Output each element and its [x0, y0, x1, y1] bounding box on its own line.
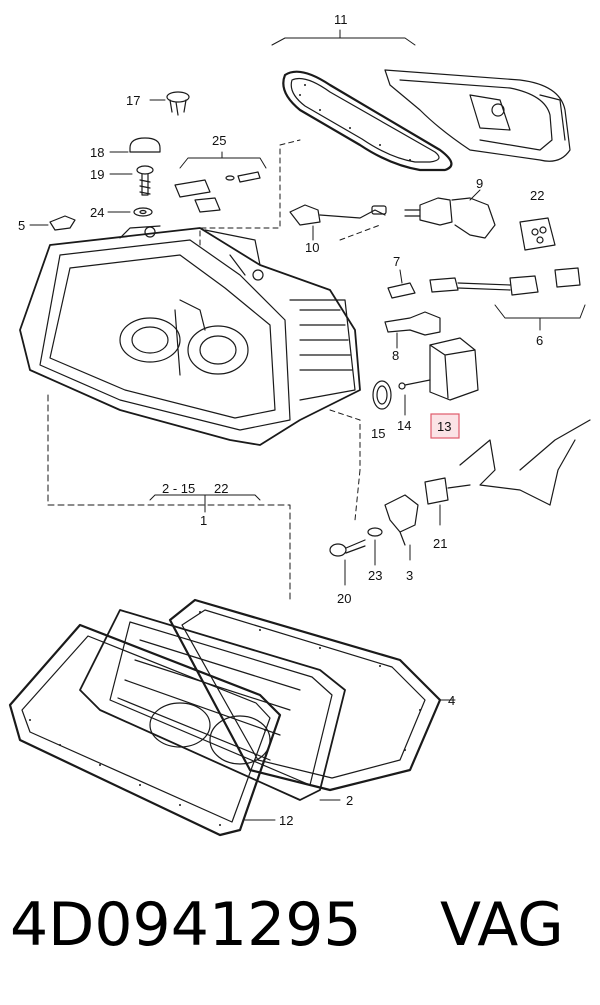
callout-20: 20 [337, 591, 351, 606]
callout-14: 14 [397, 418, 411, 433]
part-1-headlight-body [19, 225, 361, 446]
car-body-section [459, 419, 591, 506]
part-18-cap-nut [129, 137, 161, 153]
callout-21: 21 [433, 536, 447, 551]
part-11-housing-gasket [282, 69, 571, 172]
brand-name: VAG [440, 890, 564, 960]
callout-15: 15 [371, 426, 385, 441]
callout-22-left: 22 [214, 481, 228, 496]
part-13-leveling-motor [398, 337, 479, 401]
callout-9: 9 [476, 176, 483, 191]
callout-7: 7 [393, 254, 400, 269]
callout-1: 1 [200, 513, 207, 528]
part-17-clip [166, 91, 190, 116]
callout-4: 4 [448, 693, 455, 708]
part-25-bracket [174, 171, 261, 213]
part-2-lens [79, 609, 346, 801]
callout-10: 10 [305, 240, 319, 255]
gasket-dots [29, 84, 421, 826]
part-15-ring [372, 380, 392, 410]
callout-19: 19 [90, 167, 104, 182]
callout-6: 6 [536, 333, 543, 348]
part-12-lens-gasket [8, 623, 282, 837]
callout-2-15: 2 - 15 [162, 481, 195, 496]
part-20-bolt [329, 539, 366, 586]
part-8-bulb [384, 311, 441, 349]
callout-12: 12 [279, 813, 293, 828]
callout-5: 5 [18, 218, 25, 233]
callout-24: 24 [90, 205, 104, 220]
part-3-bracket [384, 494, 419, 561]
part-number: 4D0941295 [10, 890, 362, 960]
callout-11: 11 [334, 12, 348, 27]
highlight-box-13 [430, 413, 460, 439]
callout-25: 25 [212, 133, 226, 148]
part-7-bulb [387, 269, 416, 299]
callout-3: 3 [406, 568, 413, 583]
callout-8: 8 [392, 348, 399, 363]
callout-18: 18 [90, 145, 104, 160]
part-24-washer [133, 207, 153, 217]
part-9-bulb [404, 197, 496, 239]
headlight-exploded-diagram: 11 17 25 18 19 24 5 9 22 10 7 8 6 13 15 … [8, 12, 591, 837]
part-19-screw [136, 165, 154, 196]
callout-17: 17 [126, 93, 140, 108]
callout-2: 2 [346, 793, 353, 808]
part-6-harness [429, 267, 586, 331]
part-5-clip [49, 215, 76, 231]
callout-13: 13 [437, 419, 451, 434]
part-10-bulb [289, 204, 387, 226]
part-22-connector [519, 217, 556, 251]
part-21-connector [424, 477, 471, 526]
part-4-lens-gasket [168, 598, 442, 792]
part-23-washer [367, 527, 383, 566]
callout-23: 23 [368, 568, 382, 583]
callout-22-right: 22 [530, 188, 544, 203]
